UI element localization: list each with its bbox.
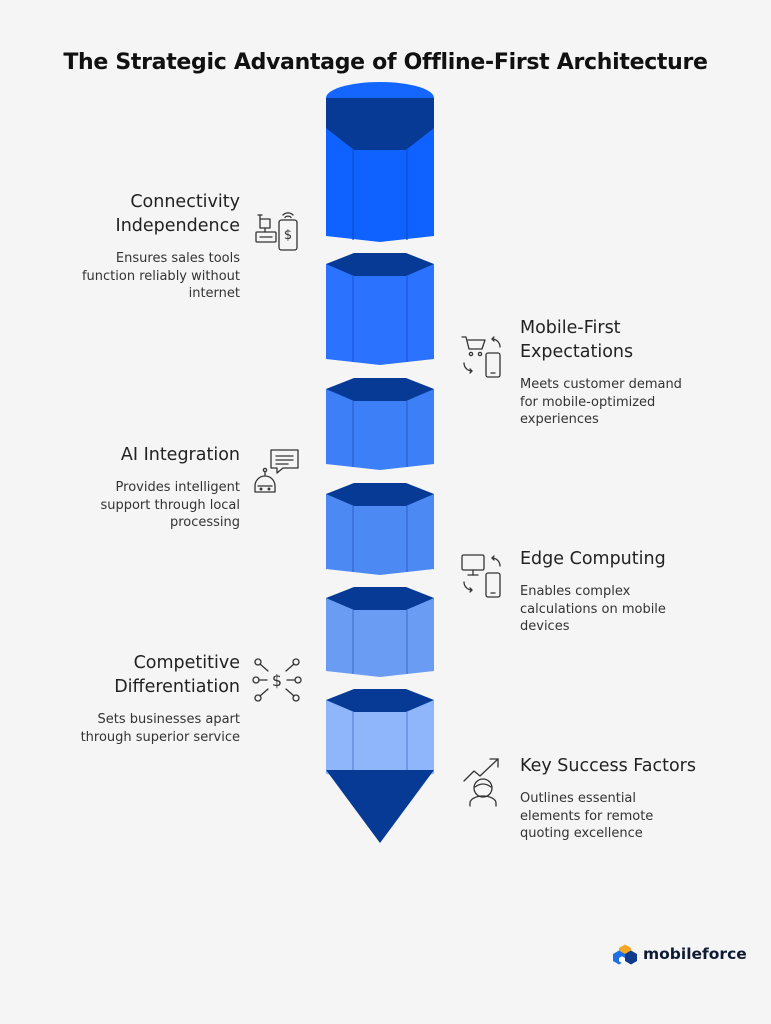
pencil-segment-body <box>326 598 434 677</box>
item-competitive: Competitive Differentiation Sets busines… <box>0 651 240 746</box>
pencil-segment-cap <box>326 587 434 610</box>
item-heading: AI Integration <box>120 445 240 465</box>
item-connectivity: Connectivity Independence Ensures sales … <box>0 190 240 303</box>
item-mobile-first: Mobile-First Expectations Meets customer… <box>520 316 750 429</box>
item-description: Meets customer demand for mobile-optimiz… <box>520 377 682 427</box>
person-growth-icon <box>462 757 504 807</box>
item-heading: Key Success Factors <box>520 756 696 776</box>
cart-phone-sync-icon <box>460 333 506 381</box>
pencil-tip <box>326 770 434 843</box>
svg-text:$: $ <box>272 671 282 690</box>
logo-text: mobileforce <box>643 945 747 963</box>
pencil-segment-6 <box>326 689 434 780</box>
item-description: Provides intelligent support through loc… <box>100 480 240 530</box>
pencil-segment-body <box>326 494 434 575</box>
pencil-segment-cap <box>326 378 434 401</box>
item-heading: Edge Computing <box>520 549 666 569</box>
pencil-segment-cap <box>326 483 434 506</box>
mobileforce-logo-icon <box>613 944 637 965</box>
dollar-network-icon: $ <box>252 656 302 704</box>
pencil-segment-3 <box>326 378 434 470</box>
item-heading: Mobile-First Expectations <box>520 318 634 362</box>
item-description: Outlines essential elements for remote q… <box>520 791 654 841</box>
item-ai: AI Integration Provides intelligent supp… <box>0 443 240 532</box>
robot-chat-icon <box>253 448 301 496</box>
pencil-top-ring <box>326 108 434 150</box>
svg-text:$: $ <box>284 228 292 243</box>
item-heading: Connectivity Independence <box>115 192 240 236</box>
pencil-segment-4 <box>326 483 434 575</box>
item-success: Key Success Factors Outlines essential e… <box>520 754 750 843</box>
pencil-segment-cap <box>326 253 434 276</box>
desktop-phone-sync-icon <box>460 552 506 600</box>
pencil-segment-cap <box>326 689 434 712</box>
item-description: Sets businesses apart through superior s… <box>80 712 240 745</box>
item-description: Ensures sales tools function reliably wi… <box>81 251 240 301</box>
item-heading: Competitive Differentiation <box>114 653 240 697</box>
pencil-segment-body <box>326 389 434 470</box>
pencil-segment-2 <box>326 253 434 365</box>
page-title: The Strategic Advantage of Offline-First… <box>63 50 708 75</box>
cash-register-phone-icon: $ <box>254 207 300 253</box>
item-description: Enables complex calculations on mobile d… <box>520 584 666 634</box>
pencil-segment-body <box>326 264 434 365</box>
item-edge: Edge Computing Enables complex calculati… <box>520 547 750 636</box>
pencil-top-segment <box>326 82 434 242</box>
pencil-segment-5 <box>326 587 434 677</box>
pencil-segment-body <box>326 700 434 780</box>
